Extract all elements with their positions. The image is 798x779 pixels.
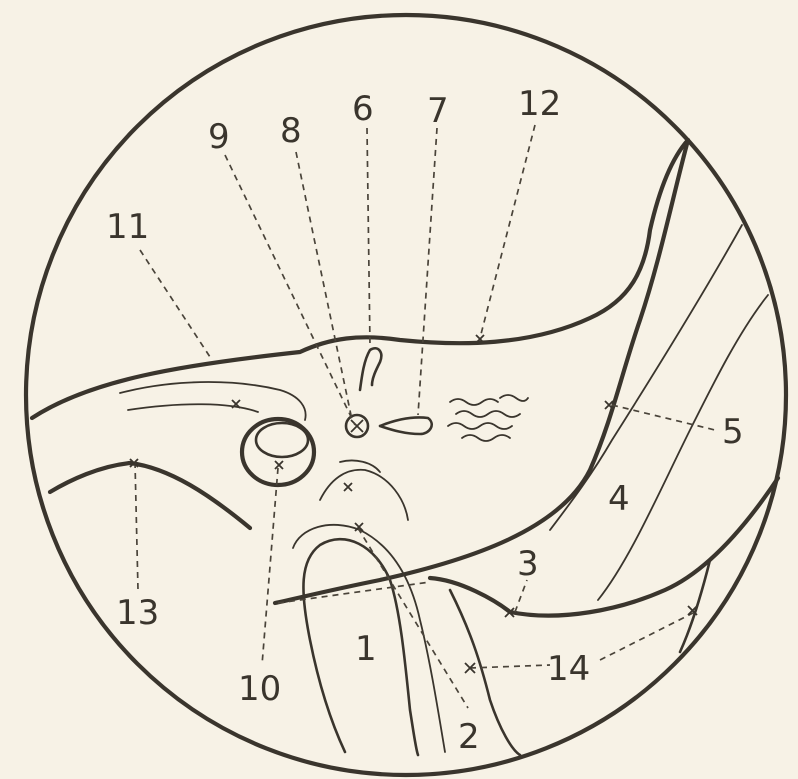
label-3: 3 <box>517 544 539 584</box>
upper-inner-curve <box>120 382 306 420</box>
label-1: 1 <box>355 629 377 669</box>
label-4: 4 <box>608 479 630 519</box>
round-structure-inner <box>256 423 308 457</box>
label-13: 13 <box>116 593 159 633</box>
label-12: 12 <box>518 84 561 124</box>
label-14: 14 <box>547 649 590 689</box>
lower-right-curve <box>430 478 778 616</box>
center-small-curve <box>320 470 408 520</box>
left-lower-curve <box>50 463 250 528</box>
elongated-body <box>380 417 432 434</box>
wavy-fibers <box>448 395 528 441</box>
label-10: 10 <box>238 669 281 709</box>
label-11: 11 <box>106 207 149 247</box>
label-5: 5 <box>722 412 744 452</box>
label-2: 2 <box>458 717 480 757</box>
label-8: 8 <box>280 111 302 151</box>
label-7: 7 <box>427 91 449 131</box>
label-9: 9 <box>208 117 230 157</box>
upper-boundary-curve <box>32 140 688 418</box>
main-diagonal-curve <box>275 140 688 603</box>
hook-structure <box>360 348 381 390</box>
label-6: 6 <box>352 89 374 129</box>
